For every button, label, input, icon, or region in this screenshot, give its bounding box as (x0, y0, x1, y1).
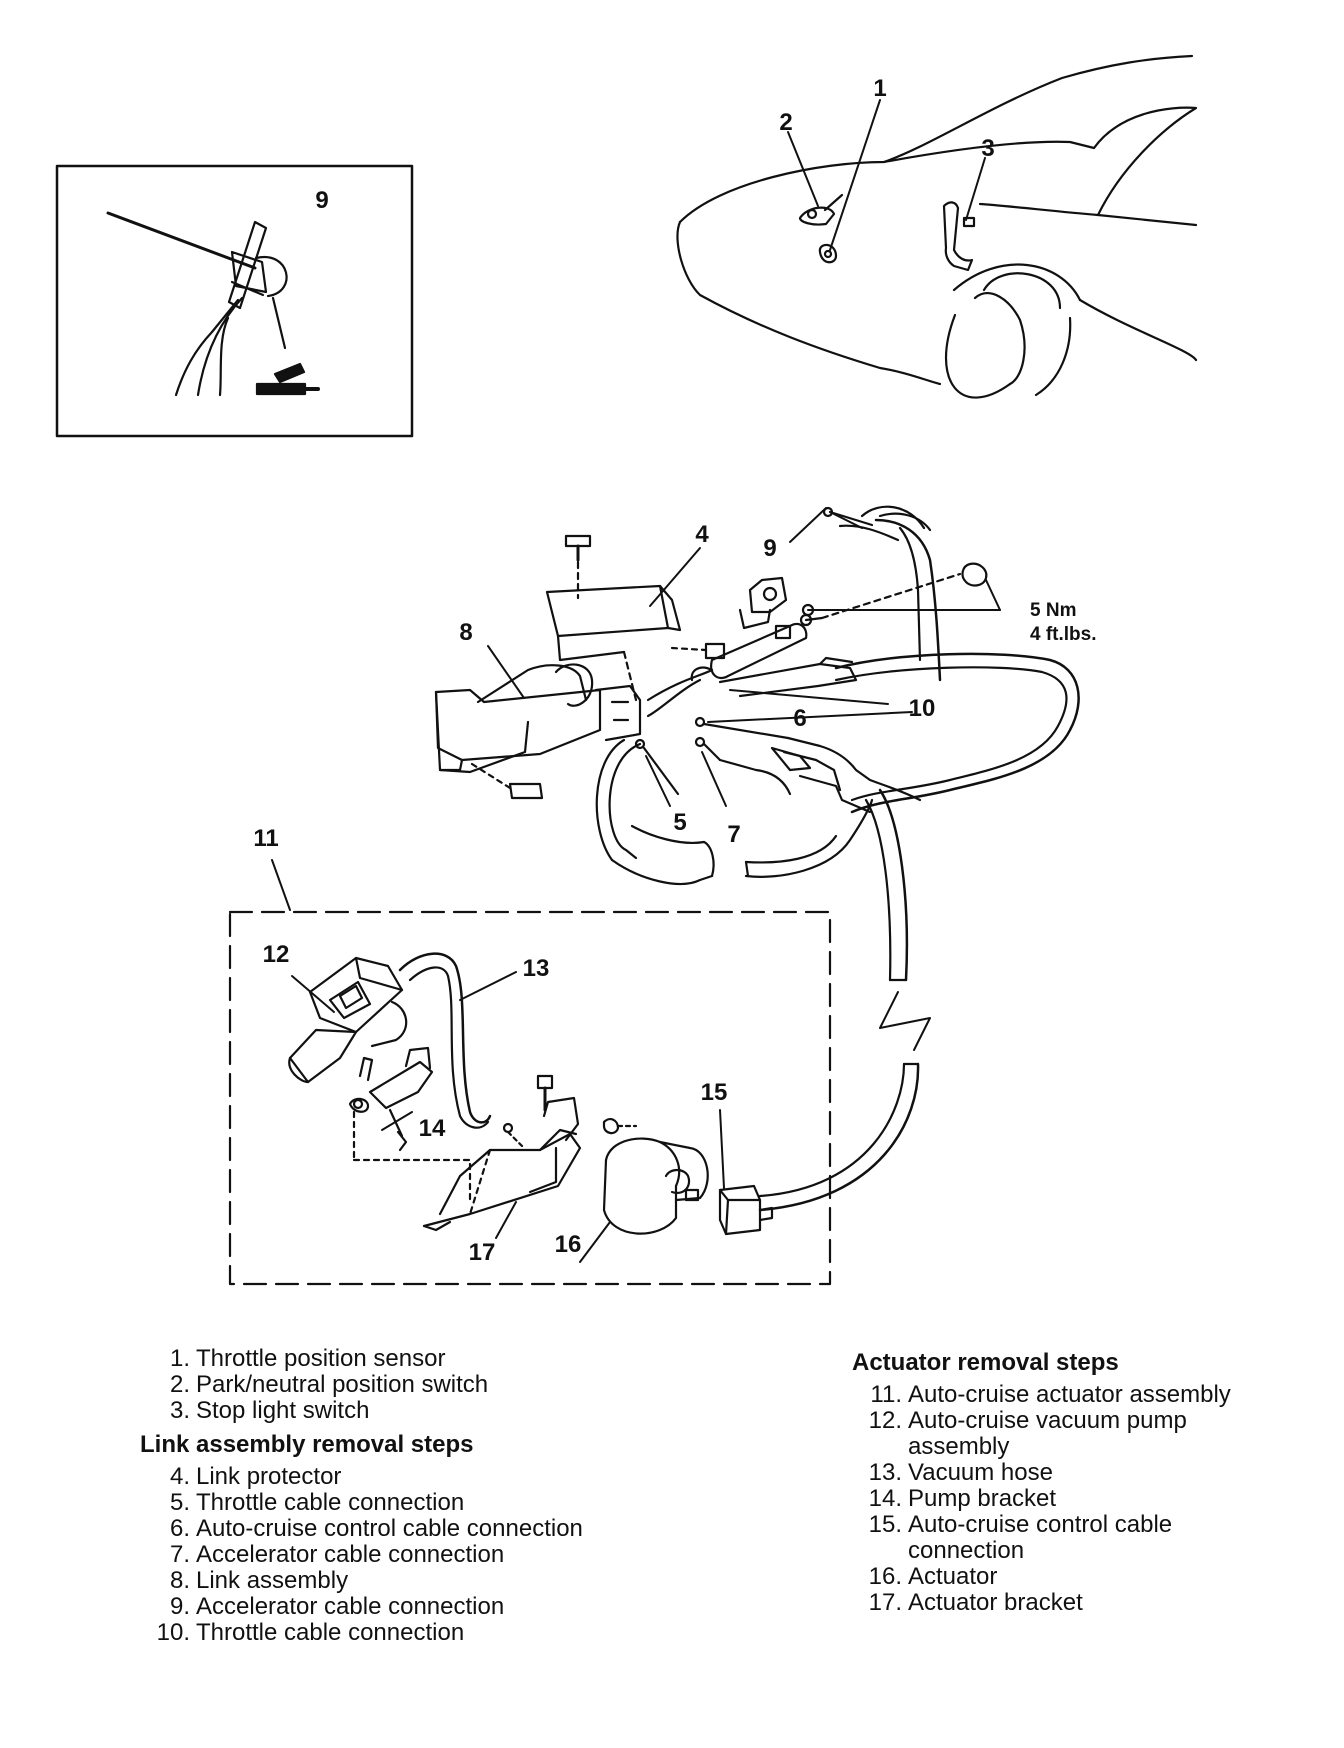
legend-item: 17.Actuator bracket (852, 1590, 1292, 1616)
legend-item: 8.Link assembly (140, 1568, 600, 1594)
link-assembly-group (434, 505, 1080, 1212)
legend-item-text: Throttle cable connection (196, 1619, 465, 1646)
legend-item-number: 2. (169, 1371, 190, 1398)
legend-item-text: Park/neutral position switch (196, 1371, 489, 1398)
callout-17: 17 (469, 1239, 496, 1266)
legend-item: 15.Auto-cruise control cable connection (852, 1512, 1292, 1564)
callout-7: 7 (727, 821, 740, 848)
legend-item-text: Accelerator cable connection (196, 1593, 505, 1620)
legend-item-text: Auto-cruise actuator assembly (908, 1381, 1231, 1408)
legend-right: Actuator removal steps 11.Auto-cruise ac… (852, 1350, 1292, 1616)
callout-5: 5 (673, 809, 686, 836)
actuator-heading: Actuator removal steps (852, 1349, 1119, 1376)
legend-item-text: Auto-cruise vacuum pump assembly (908, 1407, 1187, 1460)
vehicle-outline (676, 54, 1198, 399)
legend-item: 4.Link protector (140, 1464, 600, 1490)
callout-14: 14 (419, 1115, 446, 1142)
legend-item-number: 16. (868, 1563, 902, 1590)
legend-item-text: Throttle position sensor (196, 1345, 446, 1372)
legend-item: 14.Pump bracket (852, 1486, 1292, 1512)
legend-item: 6.Auto-cruise control cable connection (140, 1516, 600, 1542)
legend-item-number: 9. (169, 1593, 190, 1620)
legend-item-number: 14. (868, 1485, 902, 1512)
callout-1: 1 (873, 75, 886, 102)
legend-item-number: 13. (868, 1459, 902, 1486)
callout-9-inset: 9 (315, 187, 328, 214)
inset-frame (55, 164, 414, 438)
legend-item-text: Link assembly (196, 1567, 349, 1594)
callout-15: 15 (701, 1079, 728, 1106)
legend-item: 7.Accelerator cable connection (140, 1542, 600, 1568)
legend-item-text: Accelerator cable connection (196, 1541, 505, 1568)
link-assembly (434, 688, 602, 762)
legend-item-number: 7. (169, 1541, 190, 1568)
link-assembly-heading: Link assembly removal steps (140, 1431, 474, 1458)
legend-item: 5.Throttle cable connection (140, 1490, 600, 1516)
legend-item-number: 12. (868, 1407, 902, 1434)
legend-item-text: Pump bracket (908, 1485, 1057, 1512)
legend-item: 3.Stop light switch (140, 1398, 600, 1424)
legend-item-text: Vacuum hose (908, 1459, 1053, 1486)
callout-9: 9 (763, 535, 776, 562)
exploded-diagram: 1 2 3 9 4 9 8 10 6 5 7 11 12 13 14 15 16… (55, 54, 1198, 1286)
legend-item-text: Stop light switch (196, 1397, 370, 1424)
legend-item-text: Auto-cruise control cable connection (908, 1511, 1173, 1564)
callout-8: 8 (459, 619, 472, 646)
callout-12: 12 (263, 941, 290, 968)
legend-item: 16.Actuator (852, 1564, 1292, 1590)
legend-item-text: Link protector (196, 1463, 342, 1490)
callout-16: 16 (555, 1231, 582, 1258)
legend-item: 10.Throttle cable connection (140, 1620, 600, 1646)
legend-item-number: 15. (868, 1511, 902, 1538)
legend-item: 9.Accelerator cable connection (140, 1594, 600, 1620)
legend-item: 2.Park/neutral position switch (140, 1372, 600, 1398)
torque-ftlbs: 4 ft.lbs. (1030, 624, 1097, 645)
legend-item-text: Actuator bracket (908, 1589, 1083, 1616)
legend-item: 1.Throttle position sensor (140, 1346, 600, 1372)
legend-item-number: 4. (169, 1463, 190, 1490)
callout-2: 2 (779, 109, 792, 136)
legend-item-number: 1. (169, 1345, 190, 1372)
legend-item-number: 5. (169, 1489, 190, 1516)
legend-item-number: 3. (169, 1397, 190, 1424)
legend-item-number: 17. (868, 1589, 902, 1616)
legend-item-text: Actuator (908, 1563, 998, 1590)
legend-item-number: 8. (169, 1567, 190, 1594)
callout-4: 4 (695, 521, 709, 548)
legend-item-number: 10. (156, 1619, 190, 1646)
callout-3: 3 (981, 135, 994, 162)
callout-11: 11 (253, 825, 278, 852)
legend-item: 12.Auto-cruise vacuum pump assembly (852, 1408, 1292, 1460)
legend-item-number: 6. (169, 1515, 190, 1542)
callout-13: 13 (523, 955, 550, 982)
actuator-assembly-box (228, 859, 832, 1286)
legend-item: 13.Vacuum hose (852, 1460, 1292, 1486)
inset-detail (55, 164, 414, 438)
legend-item-number: 11. (870, 1381, 902, 1408)
legend-item-text: Auto-cruise control cable connection (196, 1515, 583, 1542)
callout-10: 10 (909, 695, 936, 722)
callout-6: 6 (793, 705, 806, 732)
torque-nm: 5 Nm (1030, 600, 1076, 621)
link-protector (545, 584, 670, 638)
screwdriver-icon (255, 362, 320, 396)
legend-item-text: Throttle cable connection (196, 1489, 465, 1516)
legend-item: 11.Auto-cruise actuator assembly (852, 1382, 1292, 1408)
